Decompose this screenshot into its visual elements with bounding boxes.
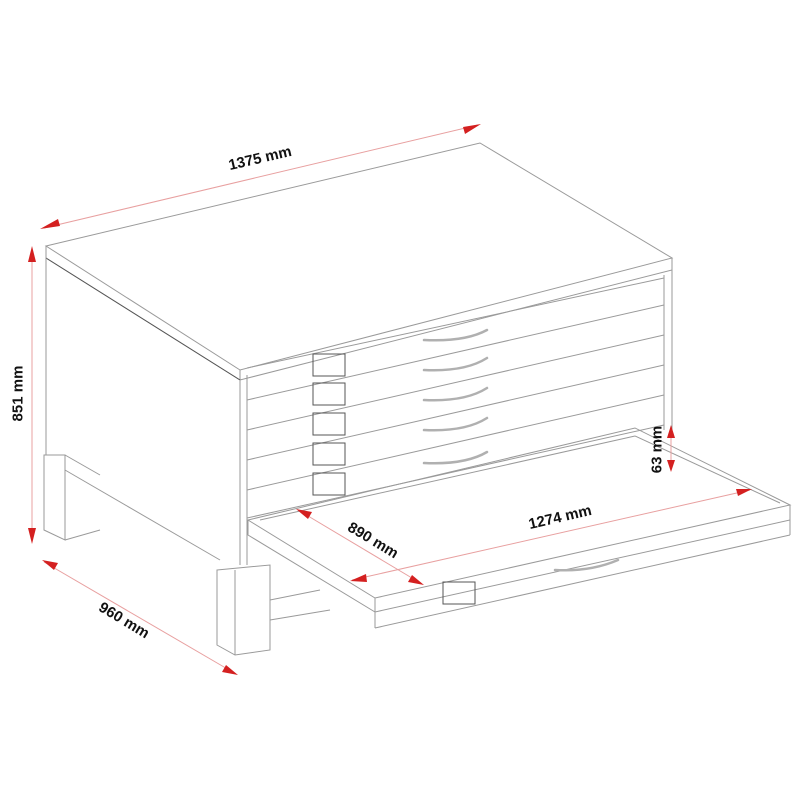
cabinet-left-side <box>45 257 248 565</box>
dimension-drawer-height <box>667 425 675 472</box>
height-label: 851 mm <box>9 365 27 422</box>
drawer-handles <box>422 328 489 465</box>
dimension-height <box>28 246 36 544</box>
dimension-drawer-width <box>350 489 752 582</box>
dimension-drawer-depth <box>296 509 424 585</box>
open-drawer <box>246 427 792 629</box>
dimension-width <box>40 124 481 229</box>
cabinet-right-side <box>663 270 673 430</box>
drawer-fronts <box>246 277 665 519</box>
label-holders <box>312 353 346 496</box>
cabinet-top <box>44 142 674 381</box>
cabinet-stand <box>43 454 331 656</box>
dimension-depth <box>42 560 238 675</box>
drawer-height-label: 63 mm <box>648 425 666 474</box>
